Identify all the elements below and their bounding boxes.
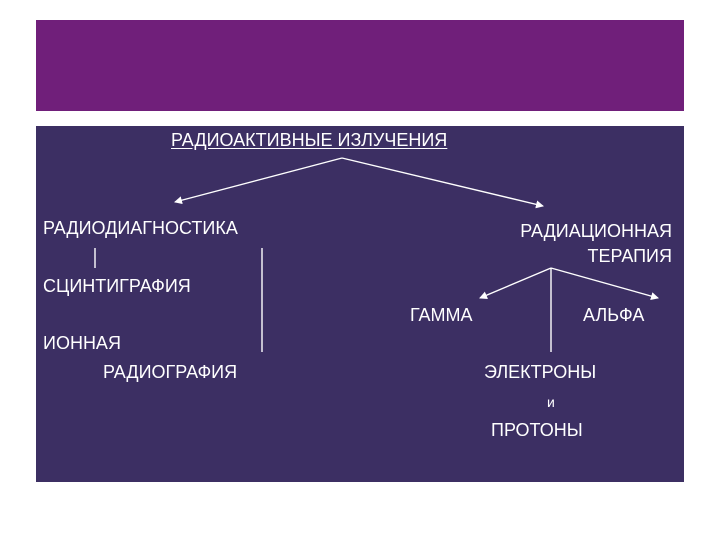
arrow-to-radiation-therapy	[341, 157, 544, 209]
arrow-to-radiodiagnostics	[174, 157, 343, 205]
radiodiagnostics-label: РАДИОДИАГНОСТИКА	[43, 218, 238, 238]
root-label: РАДИОАКТИВНЫЕ ИЗЛУЧЕНИЯ	[171, 130, 448, 150]
gamma-label: ГАММА	[410, 305, 473, 325]
scintigraphy-label: СЦИНТИГРАФИЯ	[43, 276, 191, 296]
divider	[36, 111, 684, 126]
and-conjunction: и	[547, 394, 555, 410]
electrons-label: ЭЛЕКТРОНЫ	[484, 362, 597, 382]
arrow-to-alpha	[550, 267, 659, 300]
radiation-therapy-line2: ТЕРАПИЯ	[587, 246, 672, 266]
alpha-label: АЛЬФА	[583, 305, 645, 325]
ion-radiography-line2: РАДИОГРАФИЯ	[103, 362, 238, 382]
arrow-to-gamma	[479, 267, 552, 299]
radiation-therapy-line1: РАДИАЦИОННАЯ	[520, 221, 672, 241]
protons-label: ПРОТОНЫ	[491, 420, 583, 440]
radiation-therapy-label: РАДИАЦИОННАЯ ТЕРАПИЯ	[442, 219, 672, 269]
ion-radiography-line1: ИОННАЯ	[43, 333, 121, 353]
header-band	[36, 20, 684, 111]
diagram-panel	[36, 126, 684, 482]
